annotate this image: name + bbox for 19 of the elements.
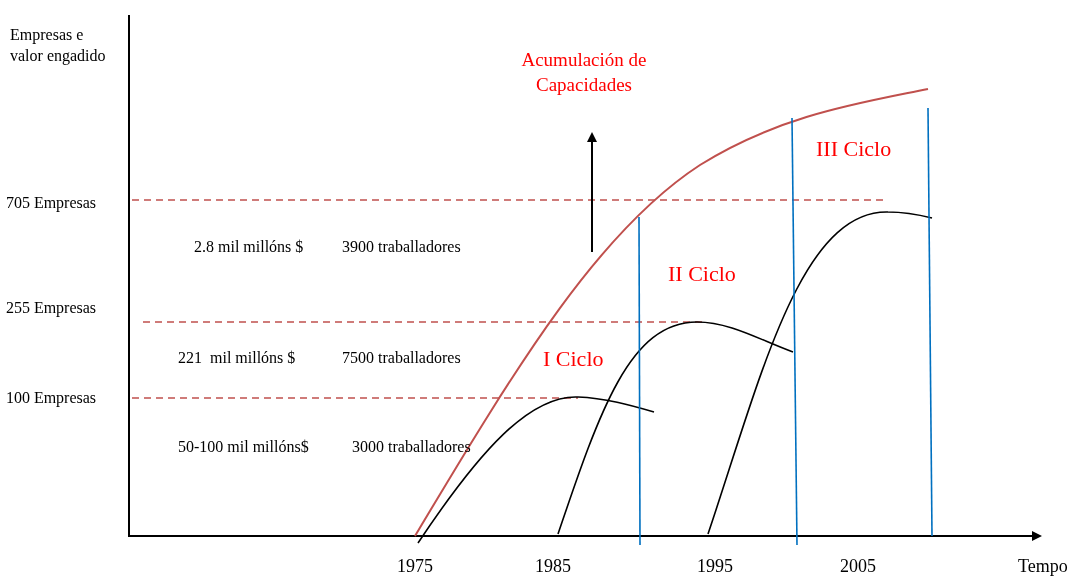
value-text: 50-100 mil millóns$ <box>178 437 310 457</box>
level-label: 255 Empresas <box>4 298 98 318</box>
value-text: 3900 traballadores <box>342 237 462 257</box>
value-text: 7500 traballadores <box>342 348 462 368</box>
tick-label: 1985 <box>534 555 572 577</box>
tick-label: 2005 <box>839 555 877 577</box>
cycle-label: I Ciclo <box>543 345 605 373</box>
cycle-label: III Ciclo <box>816 135 893 163</box>
level-label: 705 Empresas <box>4 193 98 213</box>
value-text: 221 mil millóns $ <box>178 348 297 368</box>
level-label: 100 Empresas <box>4 388 98 408</box>
curve-label: Acumulación de Capacidades <box>520 48 648 97</box>
tick-label: 1995 <box>696 555 734 577</box>
value-text: 3000 traballadores <box>352 437 472 457</box>
tick-label: 1975 <box>396 555 434 577</box>
value-text: 2.8 mil millóns $ <box>194 237 305 257</box>
axis-title: Empresas e valor engadido <box>10 25 107 66</box>
cycle-label: II Ciclo <box>668 260 737 288</box>
axis-title: Tempo <box>1018 555 1069 577</box>
